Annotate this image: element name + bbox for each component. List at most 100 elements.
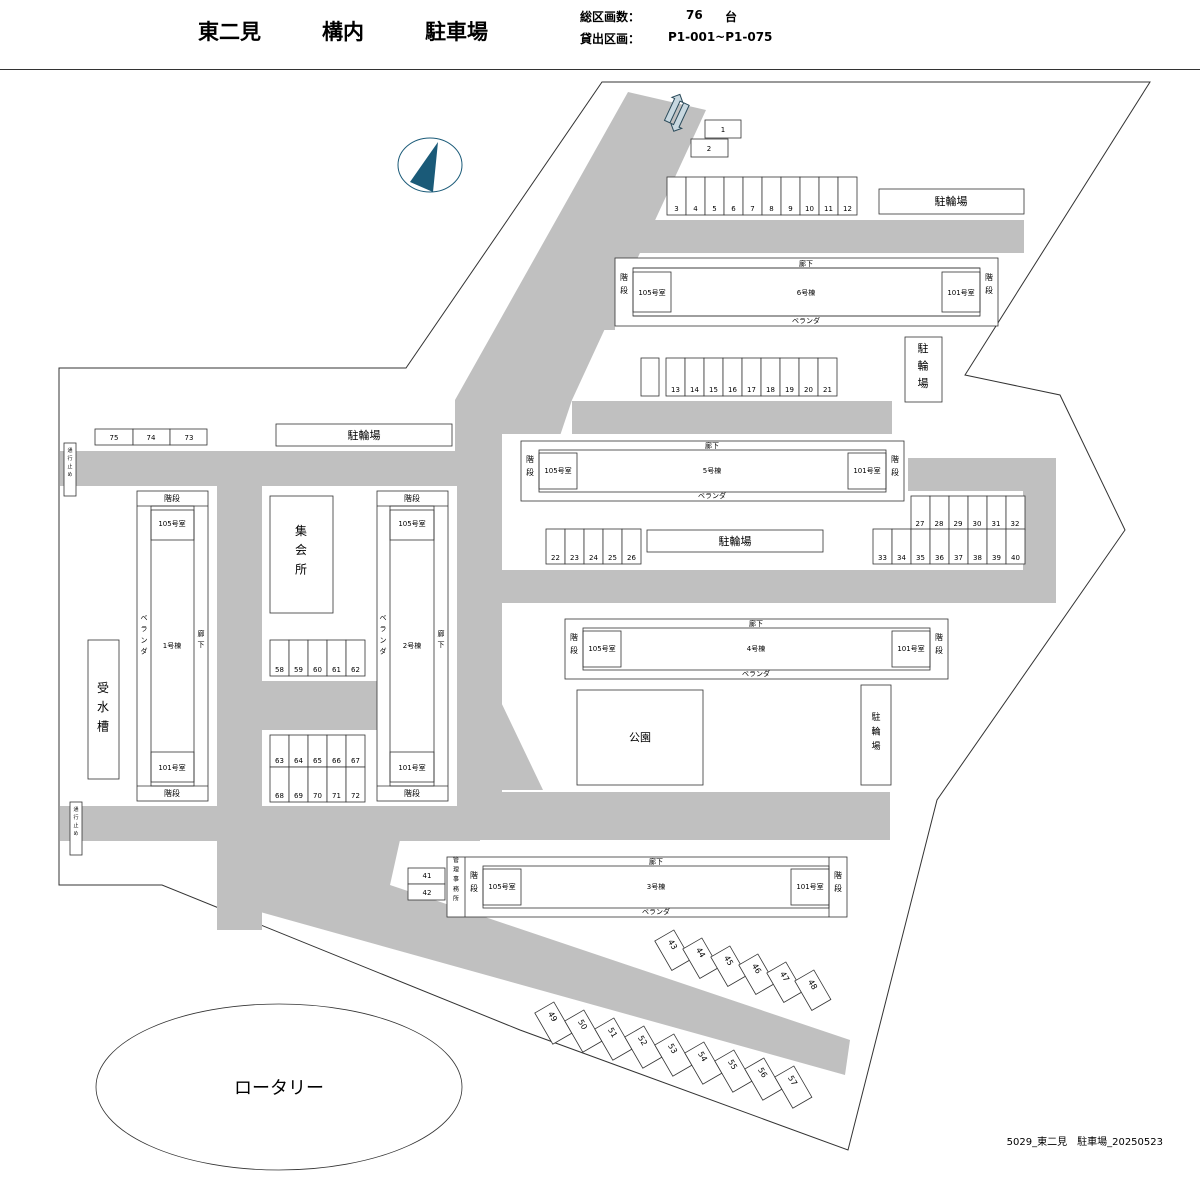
parking-space-8: 8 <box>761 176 782 216</box>
building-6 <box>614 257 999 327</box>
svg-text:4: 4 <box>693 205 698 213</box>
svg-text:67: 67 <box>351 757 360 765</box>
svg-text:15: 15 <box>709 386 718 394</box>
b3-stairs-right: 階段 <box>834 870 842 893</box>
bike-parking-5-box <box>860 684 892 786</box>
svg-text:8: 8 <box>769 205 773 213</box>
b2-stairs-bottom: 階段 <box>404 788 420 798</box>
b1-stairs-top: 階段 <box>164 493 180 503</box>
svg-text:26: 26 <box>627 554 636 562</box>
svg-text:27: 27 <box>916 520 925 528</box>
building-1 <box>136 490 209 802</box>
parking-space-7: 7 <box>742 176 763 216</box>
parking-space-58: 58 <box>269 639 290 677</box>
b5-room-right: 101号室 <box>853 466 880 475</box>
parking-space-47: 47 <box>766 961 804 1003</box>
no-entry-sign-1-box <box>63 442 77 497</box>
b6-name: 6号棟 <box>797 288 815 297</box>
north-arrow-icon <box>410 142 438 192</box>
svg-text:5: 5 <box>712 205 716 213</box>
leased-spaces-label: 貸出区画： <box>580 32 641 46</box>
svg-text:51: 51 <box>606 1026 619 1039</box>
building-3 <box>446 856 848 918</box>
park-box <box>576 689 704 786</box>
parking-space-54: 54 <box>684 1041 723 1085</box>
building-4 <box>564 618 949 680</box>
parking-space-22: 22 <box>545 528 566 565</box>
parking-space-44: 44 <box>682 937 720 979</box>
svg-text:44: 44 <box>694 946 707 959</box>
b4-corridor-label: 廊下 <box>749 619 763 628</box>
svg-text:45: 45 <box>722 954 735 967</box>
svg-text:61: 61 <box>332 666 341 674</box>
compass <box>397 137 463 193</box>
b1-stairs-bottom: 階段 <box>164 788 180 798</box>
no-entry-sign-2-box <box>69 801 83 856</box>
road-left-horizontal <box>60 451 480 486</box>
b3-veranda-label: ベランダ <box>642 907 670 916</box>
svg-text:23: 23 <box>570 554 579 562</box>
parking-space-62: 62 <box>345 639 366 677</box>
svg-text:56: 56 <box>756 1066 769 1079</box>
parking-space-65: 65 <box>307 734 328 768</box>
svg-text:16: 16 <box>728 386 737 394</box>
svg-text:30: 30 <box>973 520 982 528</box>
parking-space-69: 69 <box>288 766 309 803</box>
svg-text:43: 43 <box>666 938 679 951</box>
parking-space-31: 31 <box>986 495 1007 531</box>
parking-space-70: 70 <box>307 766 328 803</box>
svg-text:3: 3 <box>674 205 678 213</box>
parking-space-27: 27 <box>910 495 931 531</box>
svg-text:17: 17 <box>747 386 756 394</box>
svg-text:74: 74 <box>147 434 156 442</box>
parking-space-50: 50 <box>564 1009 603 1053</box>
water-tank: 受水槽 <box>97 681 109 733</box>
parking-space-13: 13 <box>665 357 686 397</box>
svg-text:13: 13 <box>671 386 680 394</box>
parking-space-37: 37 <box>948 528 969 565</box>
svg-text:25: 25 <box>608 554 617 562</box>
parking-space-3: 3 <box>666 176 687 216</box>
b6-veranda-label: ベランダ <box>792 316 820 325</box>
parking-space-36: 36 <box>929 528 950 565</box>
svg-text:19: 19 <box>785 386 794 394</box>
svg-text:21: 21 <box>823 386 832 394</box>
parking-space-35: 35 <box>910 528 931 565</box>
parking-space-56: 56 <box>744 1057 783 1101</box>
svg-text:54: 54 <box>696 1050 709 1063</box>
parking-space-73: 73 <box>169 428 208 446</box>
parking-space-32: 32 <box>1005 495 1026 531</box>
parking-space-63: 63 <box>269 734 290 768</box>
parking-space-16: 16 <box>722 357 743 397</box>
b2-stairs-top: 階段 <box>404 493 420 503</box>
svg-text:2: 2 <box>707 145 711 153</box>
svg-text:75: 75 <box>110 434 119 442</box>
bike-parking-2-box <box>904 336 943 403</box>
title-area-name: 東二見 <box>198 20 261 44</box>
svg-text:66: 66 <box>332 757 341 765</box>
parking-space-29: 29 <box>948 495 969 531</box>
parking-space-67: 67 <box>345 734 366 768</box>
parking-space-55: 55 <box>714 1049 753 1093</box>
svg-text:41: 41 <box>423 872 432 880</box>
meeting-hall-box <box>269 495 334 614</box>
b4-name: 4号棟 <box>747 644 765 653</box>
svg-text:71: 71 <box>332 792 341 800</box>
svg-text:63: 63 <box>275 757 284 765</box>
svg-text:11: 11 <box>824 205 833 213</box>
svg-text:40: 40 <box>1011 554 1020 562</box>
water-tank-box <box>87 639 120 780</box>
svg-text:52: 52 <box>636 1034 649 1047</box>
bike-parking-3-box <box>275 423 453 447</box>
page-header: 東二見 構内 駐車場 総区画数： 76 台 貸出区画： P1-001~P1-07… <box>0 0 1200 70</box>
parking-space-53: 53 <box>654 1033 693 1077</box>
parking-space-17: 17 <box>741 357 762 397</box>
svg-text:73: 73 <box>185 434 194 442</box>
parking-space-38: 38 <box>967 528 988 565</box>
svg-text:62: 62 <box>351 666 360 674</box>
title-parking: 駐車場 <box>425 20 488 44</box>
total-spaces-label: 総区画数： <box>580 10 641 24</box>
b2-corridor: 廊下 <box>438 629 445 649</box>
svg-text:46: 46 <box>750 962 763 975</box>
